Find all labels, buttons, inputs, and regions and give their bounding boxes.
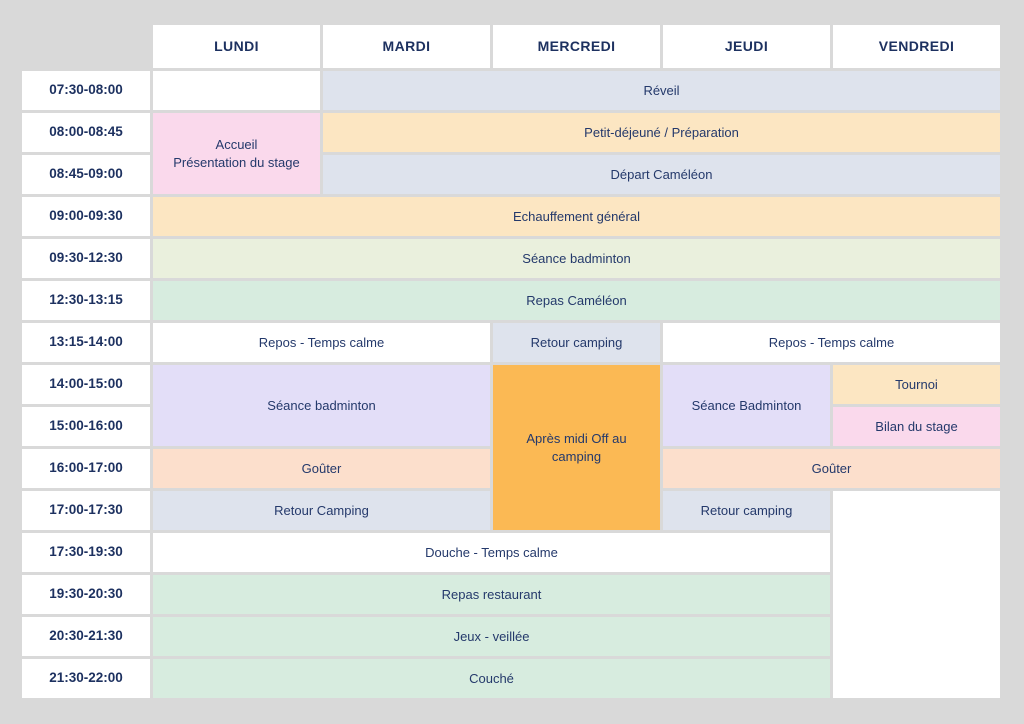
- time-slot-1400-1500: 14:00-15:00: [22, 365, 150, 404]
- time-slot-0930-1230: 09:30-12:30: [22, 239, 150, 278]
- time-slot-1230-1315: 12:30-13:15: [22, 281, 150, 320]
- day-header-jeudi: JEUDI: [663, 25, 830, 68]
- time-slot-2030-2130: 20:30-21:30: [22, 617, 150, 656]
- event-seance-badminton-jeudi: Séance Badminton: [663, 365, 830, 446]
- event-repas-cameleon: Repas Caméléon: [153, 281, 1000, 320]
- event-bilan-du-stage: Bilan du stage: [833, 407, 1000, 446]
- event-gouter-jeudi-vendredi: Goûter: [663, 449, 1000, 488]
- time-slot-1600-1700: 16:00-17:00: [22, 449, 150, 488]
- event-retour-camping-jeudi: Retour camping: [663, 491, 830, 530]
- time-slot-1315-1400: 13:15-14:00: [22, 323, 150, 362]
- time-slot-1500-1600: 15:00-16:00: [22, 407, 150, 446]
- event-jeux-veillee: Jeux - veillée: [153, 617, 830, 656]
- event-apres-midi-off: Après midi Off au camping: [493, 365, 660, 530]
- event-petit-dejeune: Petit-déjeuné / Préparation: [323, 113, 1000, 152]
- event-repas-restaurant: Repas restaurant: [153, 575, 830, 614]
- event-seance-badminton-matin: Séance badminton: [153, 239, 1000, 278]
- event-douche-temps-calme: Douche - Temps calme: [153, 533, 830, 572]
- time-slot-1700-1730: 17:00-17:30: [22, 491, 150, 530]
- time-slot-1730-1930: 17:30-19:30: [22, 533, 150, 572]
- event-tournoi: Tournoi: [833, 365, 1000, 404]
- time-slot-0800-0845: 08:00-08:45: [22, 113, 150, 152]
- time-slot-0900-0930: 09:00-09:30: [22, 197, 150, 236]
- event-lundi-morning-empty: [153, 71, 320, 110]
- day-header-lundi: LUNDI: [153, 25, 320, 68]
- time-slot-2130-2200: 21:30-22:00: [22, 659, 150, 698]
- day-header-mercredi: MERCREDI: [493, 25, 660, 68]
- event-accueil-presentation: Accueil Présentation du stage: [153, 113, 320, 194]
- event-retour-camping-mercredi: Retour camping: [493, 323, 660, 362]
- event-echauffement: Echauffement général: [153, 197, 1000, 236]
- event-gouter-lundi-mardi: Goûter: [153, 449, 490, 488]
- event-vendredi-fin-empty: [833, 491, 1000, 698]
- event-repos-jeudi-vendredi: Repos - Temps calme: [663, 323, 1000, 362]
- schedule-table: LUNDI MARDI MERCREDI JEUDI VENDREDI 07:3…: [22, 25, 1000, 698]
- event-couche: Couché: [153, 659, 830, 698]
- event-reveil: Réveil: [323, 71, 1000, 110]
- event-depart-cameleon: Départ Caméléon: [323, 155, 1000, 194]
- day-header-mardi: MARDI: [323, 25, 490, 68]
- event-repos-lundi-mardi: Repos - Temps calme: [153, 323, 490, 362]
- time-slot-1930-2030: 19:30-20:30: [22, 575, 150, 614]
- event-retour-camping-lundi-mardi: Retour Camping: [153, 491, 490, 530]
- day-header-vendredi: VENDREDI: [833, 25, 1000, 68]
- time-slot-0730-0800: 07:30-08:00: [22, 71, 150, 110]
- event-seance-badminton-lundi-mardi: Séance badminton: [153, 365, 490, 446]
- time-slot-0845-0900: 08:45-09:00: [22, 155, 150, 194]
